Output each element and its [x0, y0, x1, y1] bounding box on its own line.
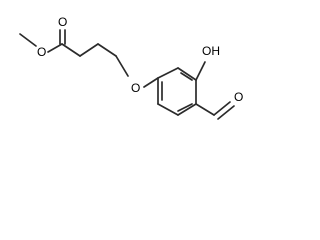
hydroxyl-label: OH	[202, 44, 220, 58]
bond-aldehyde-double-b	[217, 105, 235, 120]
bond-chain-4	[115, 55, 129, 77]
bond-chain-2	[79, 43, 99, 57]
chemical-structure: O O O OH O	[19, 15, 243, 120]
ring-bond-4	[177, 103, 197, 116]
ring-bond-1	[157, 67, 179, 79]
bond-aldehyde-double-a	[213, 101, 231, 116]
bond-o-carbonyl-c	[47, 43, 63, 53]
ring-bond-2	[177, 67, 197, 81]
bond-ring-aldehyde-c	[195, 103, 215, 116]
aldehyde-oxygen-label: O	[234, 90, 243, 104]
ring-inner-bond-2	[177, 103, 193, 112]
bond-ring-hydroxyl	[195, 61, 206, 81]
ester-ether-oxygen-label: O	[37, 45, 46, 59]
aryl-ether-oxygen-label: O	[131, 81, 140, 95]
bond-chain-1	[61, 43, 81, 57]
bond-methyl-o	[19, 33, 37, 47]
ring-inner-bond-1	[180, 72, 193, 81]
bond-chain-3	[97, 43, 117, 57]
bond-o-aryl-c	[143, 77, 159, 88]
ring-bond-5	[157, 103, 179, 116]
carbonyl-oxygen-label: O	[58, 15, 67, 29]
